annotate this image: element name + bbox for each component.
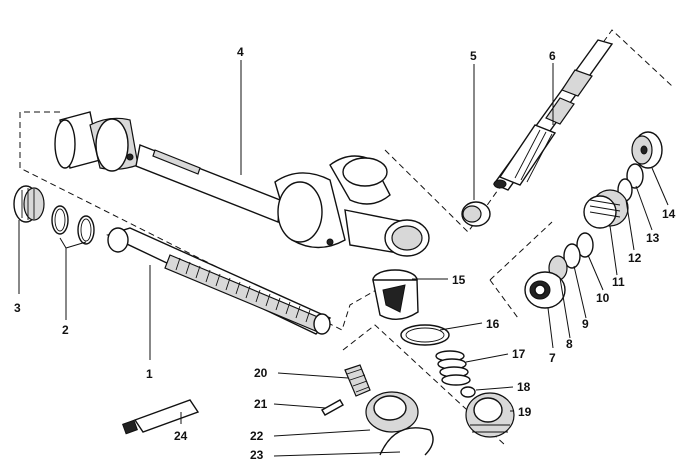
- callout-12: 12: [628, 251, 642, 265]
- callout-7: 7: [549, 351, 556, 365]
- callout-23: 23: [250, 448, 264, 461]
- ring-10-part: [576, 232, 594, 258]
- spring-20-part: [344, 364, 371, 397]
- retaining-ring-23-part: [379, 427, 434, 456]
- callout-labels: 1 2 3 4 5 6 7 8 9 10 11 12 13 14 15 16 1…: [14, 45, 676, 461]
- cover-part: [631, 131, 663, 169]
- callout-2: 2: [62, 323, 69, 337]
- callout-11: 11: [612, 275, 625, 289]
- callout-20: 20: [254, 366, 268, 380]
- leader-lines: [18, 60, 669, 457]
- adjuster-cap-22-part: [365, 391, 419, 433]
- thrust-piece-part: [372, 269, 419, 320]
- plug-19-part: [465, 392, 515, 438]
- needle-bearing-part: [461, 201, 491, 227]
- housing-part: [54, 111, 430, 257]
- group-frame-valve: [384, 29, 673, 233]
- group-frame-housing: [19, 111, 391, 331]
- callout-22: 22: [250, 429, 264, 443]
- rack-part: [106, 227, 332, 335]
- group-frame-plug: [342, 324, 506, 446]
- ring-9-part: [563, 243, 581, 269]
- o-ring-16-part: [400, 324, 450, 346]
- callout-19: 19: [518, 405, 532, 419]
- callout-18: 18: [517, 380, 531, 394]
- callout-16: 16: [486, 317, 500, 331]
- callout-4: 4: [237, 45, 244, 59]
- ring-18-part: [460, 386, 476, 398]
- callout-3: 3: [14, 301, 21, 315]
- callout-10: 10: [596, 291, 610, 305]
- callout-1: 1: [146, 367, 153, 381]
- callout-21: 21: [254, 397, 268, 411]
- callout-8: 8: [566, 337, 573, 351]
- o-ring-pair-part: [51, 205, 95, 245]
- nut-part: [13, 185, 45, 223]
- pin-21-part: [321, 399, 344, 416]
- callout-6: 6: [549, 49, 556, 63]
- adjuster-sleeve-part: [583, 189, 629, 229]
- callout-9: 9: [582, 317, 589, 331]
- callout-17: 17: [512, 347, 526, 361]
- callout-13: 13: [646, 231, 660, 245]
- callout-15: 15: [452, 273, 466, 287]
- callout-5: 5: [470, 49, 477, 63]
- spring-17-part: [435, 350, 471, 386]
- callout-14: 14: [662, 207, 676, 221]
- ball-bearing-part: [524, 271, 566, 309]
- group-frame-bearing: [489, 221, 553, 319]
- callout-24: 24: [174, 429, 188, 443]
- grease-tube-24-part: [122, 399, 200, 435]
- seal-part: [626, 163, 644, 189]
